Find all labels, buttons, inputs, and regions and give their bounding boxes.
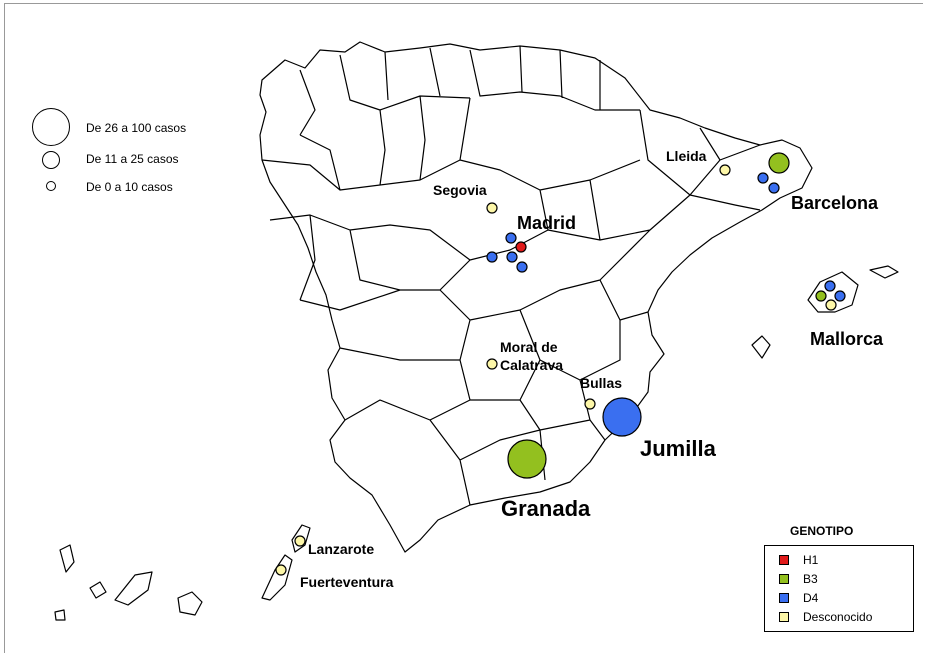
size-legend: De 26 a 100 casos De 11 a 25 casos De 0 … bbox=[30, 108, 260, 208]
size-legend-large-label: De 26 a 100 casos bbox=[86, 121, 187, 135]
mallorca-outline bbox=[807, 271, 859, 313]
outbreak-barcelona-b3 bbox=[768, 152, 790, 174]
tenerife-outline bbox=[114, 571, 153, 606]
ibiza-outline bbox=[751, 335, 771, 359]
map-outlines bbox=[54, 41, 899, 621]
outbreak-lleida bbox=[719, 164, 731, 176]
lanzarote-outline bbox=[291, 524, 311, 553]
size-legend-large-circle bbox=[32, 108, 70, 146]
figure-frame bbox=[4, 3, 923, 653]
size-legend-medium-circle bbox=[42, 151, 60, 169]
label-lleida: Lleida bbox=[666, 148, 707, 164]
outbreak-madrid-d4-2 bbox=[486, 251, 498, 263]
province-borders bbox=[261, 45, 761, 506]
genotype-label-desconocido: Desconocido bbox=[803, 610, 873, 624]
size-legend-medium-label: De 11 a 25 casos bbox=[86, 152, 179, 166]
outbreak-madrid-d4-1 bbox=[505, 232, 517, 244]
outbreak-barcelona-d4-1 bbox=[757, 172, 769, 184]
genotype-swatch-d4 bbox=[779, 593, 789, 603]
label-fuerteventura: Fuerteventura bbox=[300, 574, 394, 590]
genotype-label-d4: D4 bbox=[803, 591, 819, 605]
label-bullas: Bullas bbox=[580, 375, 623, 391]
genotype-legend-item-d4: D4 bbox=[779, 591, 818, 605]
label-segovia: Segovia bbox=[433, 182, 487, 198]
label-mallorca: Mallorca bbox=[810, 329, 884, 349]
genotype-legend-title: GENOTIPO bbox=[790, 524, 854, 538]
la-palma-outline bbox=[59, 544, 75, 573]
hierro-outline bbox=[54, 609, 66, 621]
outbreak-bullas bbox=[584, 398, 596, 410]
genotype-legend-item-b3: B3 bbox=[779, 572, 818, 586]
menorca-outline bbox=[869, 265, 899, 279]
gomera-outline bbox=[89, 581, 107, 599]
outbreak-mallorca-d4-2 bbox=[834, 290, 846, 302]
outbreak-granada bbox=[507, 439, 547, 479]
peninsula-outline bbox=[259, 41, 813, 553]
label-lanzarote: Lanzarote bbox=[308, 541, 375, 557]
genotype-label-b3: B3 bbox=[803, 572, 818, 586]
outbreak-madrid-d4-3 bbox=[506, 251, 518, 263]
outbreak-lanzarote bbox=[294, 535, 306, 547]
outbreak-fuerteventura bbox=[275, 564, 287, 576]
outbreak-mallorca-b3 bbox=[815, 290, 827, 302]
outbreak-madrid-h1 bbox=[515, 241, 527, 253]
size-legend-small-label: De 0 a 10 casos bbox=[86, 180, 173, 194]
outbreak-jumilla bbox=[602, 397, 642, 437]
genotype-swatch-b3 bbox=[779, 574, 789, 584]
genotype-legend-item-desconocido: Desconocido bbox=[779, 610, 872, 624]
fuerteventura-outline bbox=[261, 554, 293, 601]
outbreak-moral-de-calatrava bbox=[486, 358, 498, 370]
genotype-legend-item-h1: H1 bbox=[779, 553, 818, 567]
label-jumilla: Jumilla bbox=[640, 436, 716, 461]
outbreak-barcelona-d4-2 bbox=[768, 182, 780, 194]
outbreak-segovia bbox=[486, 202, 498, 214]
label-barcelona: Barcelona bbox=[791, 193, 879, 213]
genotype-legend: H1 B3 D4 Desconocido bbox=[764, 545, 914, 632]
label-granada: Granada bbox=[501, 496, 591, 521]
genotype-swatch-desconocido bbox=[779, 612, 789, 622]
outbreak-markers bbox=[275, 152, 846, 576]
label-moral-line2: Calatrava bbox=[500, 357, 564, 373]
gran-canaria-outline bbox=[177, 591, 203, 616]
size-legend-small-circle bbox=[46, 181, 56, 191]
outbreak-mallorca-unknown bbox=[825, 299, 837, 311]
outbreak-mallorca-d4-1 bbox=[824, 280, 836, 292]
label-madrid: Madrid bbox=[517, 213, 577, 233]
genotype-swatch-h1 bbox=[779, 555, 789, 565]
outbreak-madrid-d4-4 bbox=[516, 261, 528, 273]
genotype-label-h1: H1 bbox=[803, 553, 819, 567]
label-moral-line1: Moral de bbox=[500, 339, 558, 355]
